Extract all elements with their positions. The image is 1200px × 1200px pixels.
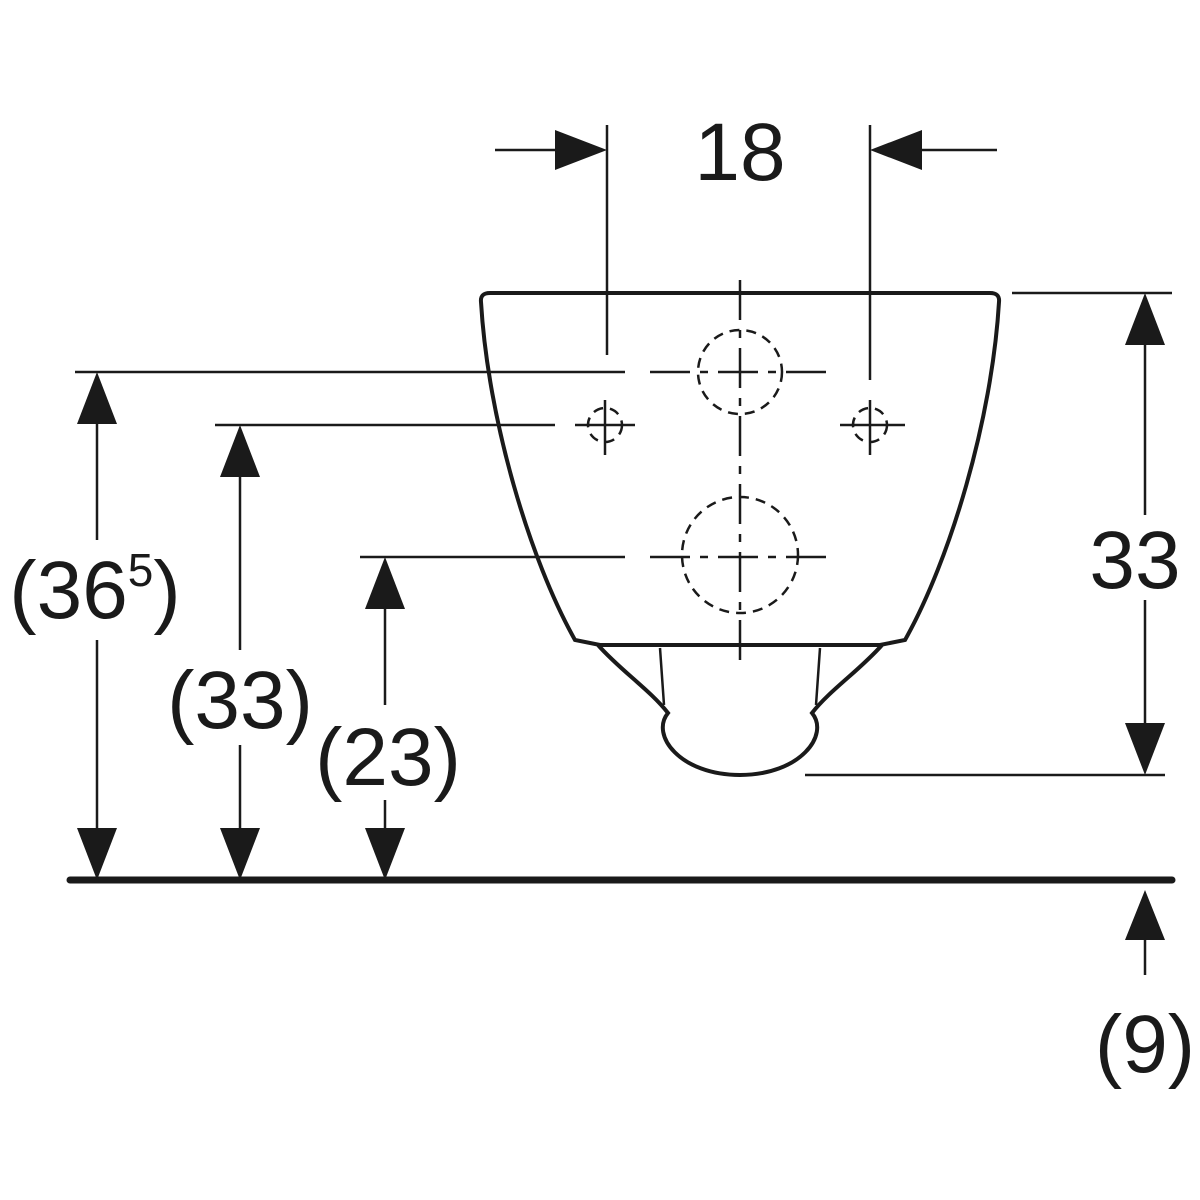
arrow-up-icon [1125, 890, 1165, 940]
arrow-up-icon [1125, 293, 1165, 345]
bowl-lower-rim [596, 643, 884, 778]
bowl-inner-lines [658, 647, 822, 706]
hole-spacing-label: 18 [694, 107, 785, 198]
arrow-down-icon [365, 828, 405, 880]
arrow-up-icon [220, 425, 260, 477]
arrow-up-icon [77, 372, 117, 424]
overall-height-dimension: (365) [9, 372, 181, 880]
arrow-down-icon [77, 828, 117, 880]
bowl-outline [478, 291, 1002, 647]
fixing-height-dimension: (33) [167, 425, 313, 880]
drain-height-label: (23) [315, 712, 461, 803]
right-fixing-hole [840, 400, 905, 455]
arrow-up-icon [365, 557, 405, 609]
hole-spacing-dimension: 18 [495, 107, 997, 380]
bowl-height-label: 33 [1089, 515, 1180, 606]
floor-offset-label: (9) [1095, 999, 1195, 1090]
overall-height-label: (365) [9, 544, 180, 636]
bowl-height-dimension: 33 [1089, 293, 1181, 775]
fixing-height-label: (33) [167, 655, 313, 746]
arrow-right-icon [555, 130, 607, 170]
arrow-left-icon [870, 130, 922, 170]
drain-height-dimension: (23) [315, 557, 461, 880]
reference-lines [75, 291, 1172, 777]
drain-connection-hole [680, 495, 800, 615]
arrow-down-icon [1125, 723, 1165, 775]
upper-connection-hole [696, 328, 784, 416]
floor-offset-dimension: (9) [1095, 890, 1195, 1090]
left-fixing-hole [575, 400, 635, 455]
arrow-down-icon [220, 828, 260, 880]
